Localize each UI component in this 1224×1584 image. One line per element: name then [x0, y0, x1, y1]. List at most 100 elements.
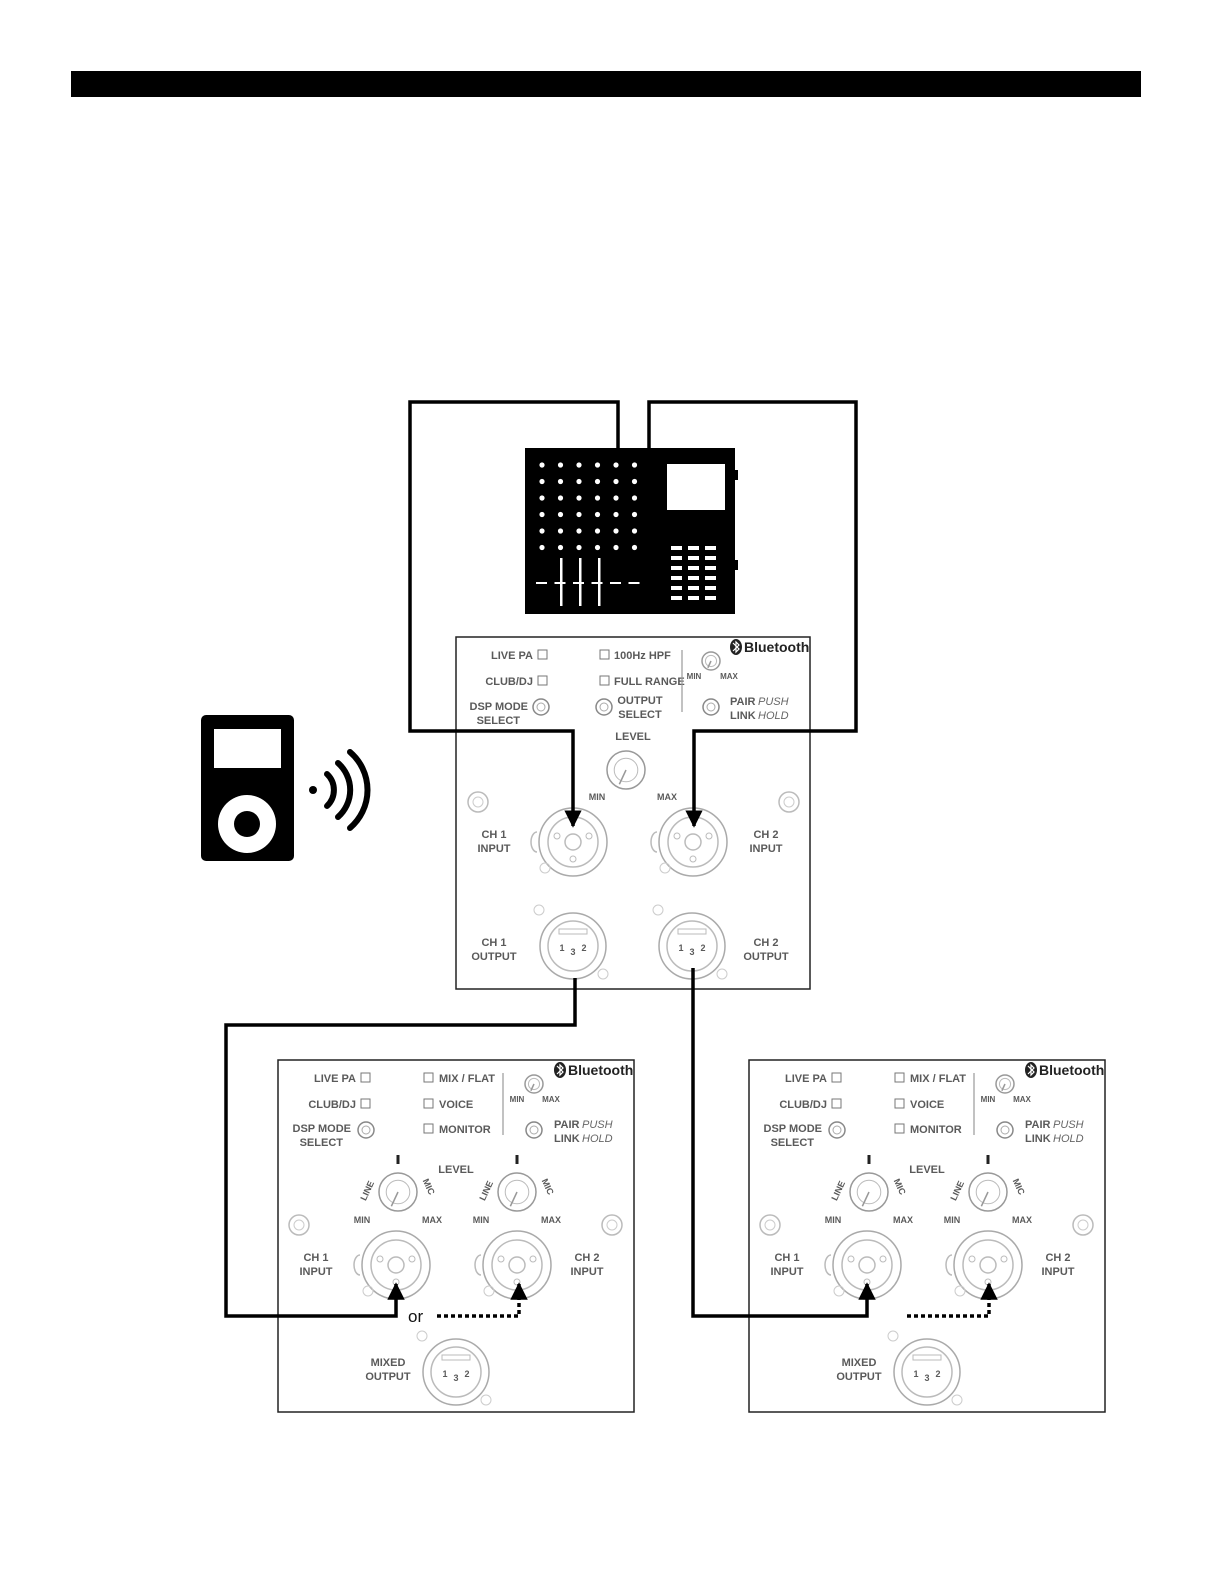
label: LINK	[554, 1133, 580, 1145]
bluetooth-volume-knob[interactable]	[995, 1074, 1015, 1094]
media-player-icon	[201, 715, 294, 861]
label: 100Hz HPF	[614, 650, 671, 662]
ch1-level-knob[interactable]	[849, 1172, 889, 1212]
label: LIVE PA	[491, 650, 533, 662]
output-select-button[interactable]	[595, 698, 613, 716]
ch2-level-knob[interactable]	[968, 1172, 1008, 1212]
label: MAX	[893, 1215, 913, 1225]
label: MAX	[1013, 1095, 1031, 1104]
label: HOLD	[1053, 1133, 1084, 1145]
label: LIVE PA	[785, 1073, 827, 1085]
checkbox-monitor[interactable]	[423, 1123, 434, 1134]
cable-mixer-to-ch1	[408, 400, 620, 828]
checkbox-live-pa[interactable]	[831, 1072, 842, 1083]
label: MAX	[542, 1095, 560, 1104]
label: HOLD	[758, 710, 789, 722]
label: DSP MODE	[293, 1123, 351, 1135]
label: LEVEL	[909, 1164, 945, 1176]
ch1-level-knob[interactable]	[378, 1172, 418, 1212]
label: PAIR	[730, 696, 756, 708]
checkbox-full-range[interactable]	[599, 675, 610, 686]
xlr-pin-label: 1	[913, 1369, 918, 1379]
bluetooth-label: Bluetooth	[568, 1062, 633, 1078]
label: INPUT	[1042, 1266, 1075, 1278]
ch2-level-knob[interactable]	[497, 1172, 537, 1212]
bluetooth-label: Bluetooth	[744, 639, 809, 655]
checkbox-voice[interactable]	[894, 1098, 905, 1109]
label: MIX / FLAT	[439, 1073, 495, 1085]
label: CH 2	[753, 937, 778, 949]
ch1-input-jack[interactable]	[824, 1230, 902, 1300]
label: MIN	[589, 792, 606, 802]
cables	[224, 400, 998, 1318]
label: INPUT	[750, 843, 783, 855]
level-knob[interactable]	[606, 750, 646, 790]
bluetooth-icon: Bluetooth	[730, 639, 809, 655]
label: CH 2	[753, 829, 778, 841]
dsp-mode-select-button[interactable]	[532, 698, 550, 716]
label: MAX	[422, 1215, 442, 1225]
mount-screw-icon	[601, 1214, 623, 1236]
bluetooth-volume-knob[interactable]	[524, 1074, 544, 1094]
mount-screw-icon	[778, 791, 800, 813]
xlr-pin-label: 1	[559, 943, 564, 953]
checkbox-club-dj[interactable]	[360, 1098, 371, 1109]
label: LINK	[1025, 1133, 1051, 1145]
checkbox-monitor[interactable]	[894, 1123, 905, 1134]
label: DSP MODE	[470, 701, 528, 713]
label: MIN	[354, 1215, 371, 1225]
checkbox-club-dj[interactable]	[537, 675, 548, 686]
label: FULL RANGE	[614, 676, 685, 688]
label: MAX	[541, 1215, 561, 1225]
checkbox-club-dj[interactable]	[831, 1098, 842, 1109]
bluetooth-volume-knob[interactable]	[701, 651, 721, 671]
label: MIN	[825, 1215, 842, 1225]
dsp-mode-select-button[interactable]	[828, 1121, 846, 1139]
label: PAIR	[1025, 1119, 1051, 1131]
checkbox-voice[interactable]	[423, 1098, 434, 1109]
label: CH 2	[1045, 1252, 1070, 1264]
checkbox-live-pa[interactable]	[360, 1072, 371, 1083]
label: CLUB/DJ	[779, 1099, 827, 1111]
xlr-pin-label: 3	[689, 947, 694, 957]
mount-screw-icon	[759, 1214, 781, 1236]
label: OUTPUT	[365, 1371, 411, 1383]
label: MIN	[981, 1095, 996, 1104]
label: CH 1	[303, 1252, 328, 1264]
pair-link-button[interactable]	[702, 698, 720, 716]
label: SELECT	[618, 709, 662, 721]
label: CH 1	[481, 829, 506, 841]
label: OUTPUT	[471, 951, 517, 963]
checkbox-100hz-hpf[interactable]	[599, 649, 610, 660]
label: MIN	[473, 1215, 490, 1225]
bluetooth-icon: Bluetooth	[554, 1062, 633, 1078]
label: OUTPUT	[836, 1371, 882, 1383]
label: MAX	[657, 792, 677, 802]
label: MIN	[687, 672, 702, 681]
mount-screw-icon	[467, 791, 489, 813]
ch2-input-jack[interactable]	[650, 807, 728, 877]
label: PUSH	[582, 1119, 613, 1131]
label: MIN	[510, 1095, 525, 1104]
label: OUTPUT	[743, 951, 789, 963]
label: HOLD	[582, 1133, 613, 1145]
xlr-pin-label: 1	[442, 1369, 447, 1379]
checkbox-mix-flat[interactable]	[894, 1072, 905, 1083]
checkbox-live-pa[interactable]	[537, 649, 548, 660]
dsp-mode-select-button[interactable]	[357, 1121, 375, 1139]
xlr-pin-label: 2	[935, 1369, 940, 1379]
pair-link-button[interactable]	[996, 1121, 1014, 1139]
xlr-pin-label: 1	[678, 943, 683, 953]
pair-link-button[interactable]	[525, 1121, 543, 1139]
checkbox-mix-flat[interactable]	[423, 1072, 434, 1083]
cable-mixer-to-ch2	[647, 400, 858, 828]
label: INPUT	[571, 1266, 604, 1278]
label: MIXED	[842, 1357, 877, 1369]
